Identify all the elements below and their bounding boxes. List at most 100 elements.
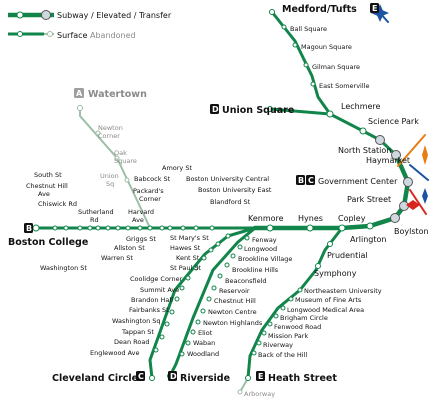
- label-chestnut-hill-d: Chestnut Hill: [214, 297, 256, 305]
- label-tappan-st: Tappan St: [121, 328, 154, 336]
- badge-c-gc-letter: C: [308, 176, 314, 185]
- label-haymarket: Haymarket: [366, 156, 410, 165]
- station-copley: [338, 224, 346, 232]
- legend-subway-label: Subway / Elevated / Transfer: [57, 11, 172, 20]
- label-brookline-hills: Brookline Hills: [232, 266, 279, 274]
- badge-e-north-letter: E: [372, 4, 377, 13]
- label-northeastern: Northeastern University: [304, 287, 382, 295]
- label-newton-highlands: Newton Highlands: [203, 319, 263, 327]
- label-fenwood-road: Fenwood Road: [274, 323, 321, 331]
- badge-a-letter: A: [76, 89, 83, 98]
- label-ball-square: Ball Square: [290, 25, 327, 33]
- label-chestnut-hill-2: Ave: [38, 190, 50, 198]
- station-east-somerville: [310, 81, 316, 87]
- station-cleveland-circle: [149, 375, 155, 381]
- station-markers: [32, 9, 413, 395]
- station-boylston: [390, 213, 400, 223]
- station-waban: [185, 340, 191, 346]
- badge-c-gc: [306, 175, 315, 185]
- label-washington-st: Washington St: [40, 264, 87, 272]
- label-bu-east: Boston University East: [198, 186, 272, 194]
- station-brigham-circle: [273, 313, 279, 319]
- label-bu-central: Boston University Central: [186, 175, 269, 183]
- transfer-red-icon: [406, 200, 420, 210]
- label-cleveland-circle: Cleveland Circle: [52, 373, 138, 384]
- label-fairbanks-st: Fairbanks St: [129, 306, 169, 314]
- label-mfa: Museum of Fine Arts: [295, 296, 362, 304]
- station-science-park: [359, 127, 367, 135]
- station-prudential: [327, 241, 333, 247]
- label-watertown: Watertown: [88, 89, 147, 100]
- badge-d: [168, 371, 177, 381]
- station-hynes: [306, 224, 314, 232]
- badge-b-letter: B: [26, 224, 32, 233]
- label-woodland: Woodland: [187, 350, 219, 358]
- station-fairbanks-st: [174, 296, 180, 302]
- station-hawes-st: [215, 241, 221, 247]
- station-mfa: [288, 296, 294, 302]
- station-beaconsfield: [217, 273, 223, 279]
- label-newton-corner-2: Corner: [98, 132, 120, 140]
- badge-b: [24, 223, 33, 233]
- label-warren-st: Warren St: [101, 254, 133, 262]
- station-reservoir: [211, 285, 217, 291]
- label-packards-2: Corner: [139, 195, 161, 203]
- label-brandon-hall: Brandon Hall: [131, 296, 173, 304]
- station-st-marys-st: [225, 233, 231, 239]
- station-longwood-medical: [280, 305, 286, 311]
- c-branch-line: [148, 226, 257, 380]
- legend-station-dot: [16, 11, 24, 19]
- label-longwood-medical: Longwood Medical Area: [287, 306, 364, 314]
- label-st-marys-st: St Mary's St: [170, 234, 209, 242]
- badge-a: [74, 88, 84, 98]
- label-magoun-square: Magoun Square: [301, 43, 352, 51]
- label-symphony: Symphony: [314, 269, 357, 278]
- station-newton-highlands: [195, 319, 201, 325]
- label-waban: Waban: [193, 339, 215, 347]
- label-back-of-the-hill: Back of the Hill: [258, 351, 307, 359]
- label-government-center: Government Center: [318, 177, 398, 186]
- station-newton-corner: [95, 130, 101, 136]
- label-brookline-village: Brookline Village: [238, 255, 292, 263]
- label-washington-sq: Washington Sq: [112, 317, 161, 325]
- badge-e-north: [370, 3, 379, 13]
- station-brandon-hall: [179, 285, 185, 291]
- station-haymarket: [391, 150, 401, 160]
- station-fenwood-road: [267, 321, 273, 327]
- d-branch-line: [168, 226, 257, 378]
- label-newton-corner-1: Newton: [98, 124, 123, 132]
- station-warren-st: [105, 225, 111, 231]
- station-medford-tufts: [269, 9, 275, 15]
- station-blandford-st: [209, 225, 215, 231]
- station-union-sq: [124, 177, 130, 183]
- label-copley: Copley: [338, 214, 366, 223]
- label-north-station: North Station: [338, 146, 391, 155]
- station-labels: Medford/Tufts Union Square Watertown Gov…: [8, 4, 429, 398]
- station-coolidge-corner: [193, 265, 199, 271]
- transfer-blue-icon-2: [422, 188, 428, 204]
- label-amory-st: Amory St: [162, 164, 192, 172]
- legend: Subway / Elevated / Transfer Surface Aba…: [8, 10, 172, 40]
- label-kent-st: Kent St: [176, 254, 200, 262]
- legend-transfer-dot: [41, 10, 51, 20]
- station-newton-centre: [200, 308, 206, 314]
- label-boylston: Boylston: [394, 227, 429, 236]
- badge-b-gc-letter: B: [298, 176, 304, 185]
- label-coolidge-corner: Coolidge Corner: [130, 275, 183, 283]
- station-south-st: [52, 225, 58, 231]
- label-union-square: Union Square: [222, 105, 294, 116]
- station-tappan-st: [164, 321, 170, 327]
- label-kenmore: Kenmore: [248, 214, 284, 223]
- station-allston-st: [115, 225, 121, 231]
- station-symphony: [315, 263, 321, 269]
- union-square-branch-line: [268, 107, 332, 116]
- badge-c: [136, 371, 145, 381]
- station-arlington: [366, 222, 374, 230]
- station-woodland: [179, 351, 185, 357]
- label-sutherland-1: Sutherland: [78, 208, 114, 216]
- branch-badges: E D A B C B C D E: [24, 3, 379, 381]
- station-magoun-square: [292, 42, 298, 48]
- station-washington-sq: [169, 309, 175, 315]
- label-park-street: Park Street: [347, 195, 391, 204]
- label-boston-college: Boston College: [8, 237, 88, 248]
